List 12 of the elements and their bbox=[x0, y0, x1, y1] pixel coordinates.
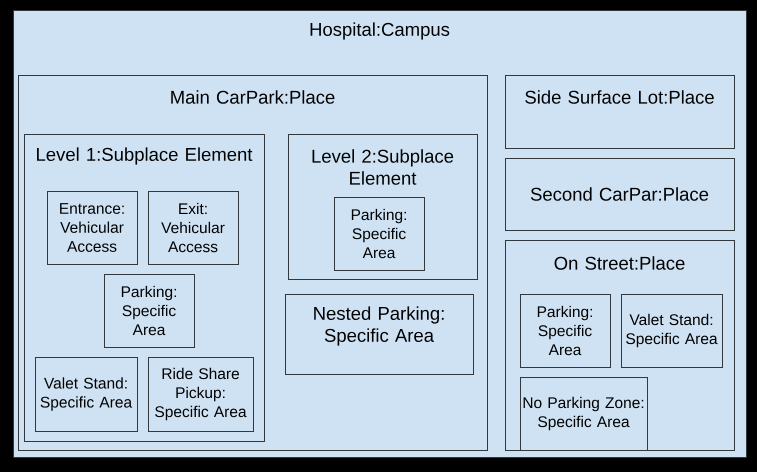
area-box: Side Surface Lot:Place bbox=[505, 75, 735, 149]
area-box: Valet Stand: Specific Area bbox=[621, 294, 723, 368]
area-box: Second CarPar:Place bbox=[505, 158, 735, 231]
area-box: Ride Share Pickup: Specific Area bbox=[148, 357, 254, 432]
area-box: Entrance: Vehicular Access bbox=[47, 191, 138, 265]
area-box: Parking: Specific Area bbox=[334, 197, 425, 271]
area-box: Nested Parking: Specific Area bbox=[285, 294, 474, 375]
area-box: Valet Stand: Specific Area bbox=[35, 357, 138, 432]
area-box: Exit: Vehicular Access bbox=[148, 191, 239, 265]
area-box: Parking: Specific Area bbox=[520, 294, 611, 368]
area-box: Parking: Specific Area bbox=[104, 274, 195, 348]
area-box: No Parking Zone: Specific Area bbox=[520, 377, 648, 451]
